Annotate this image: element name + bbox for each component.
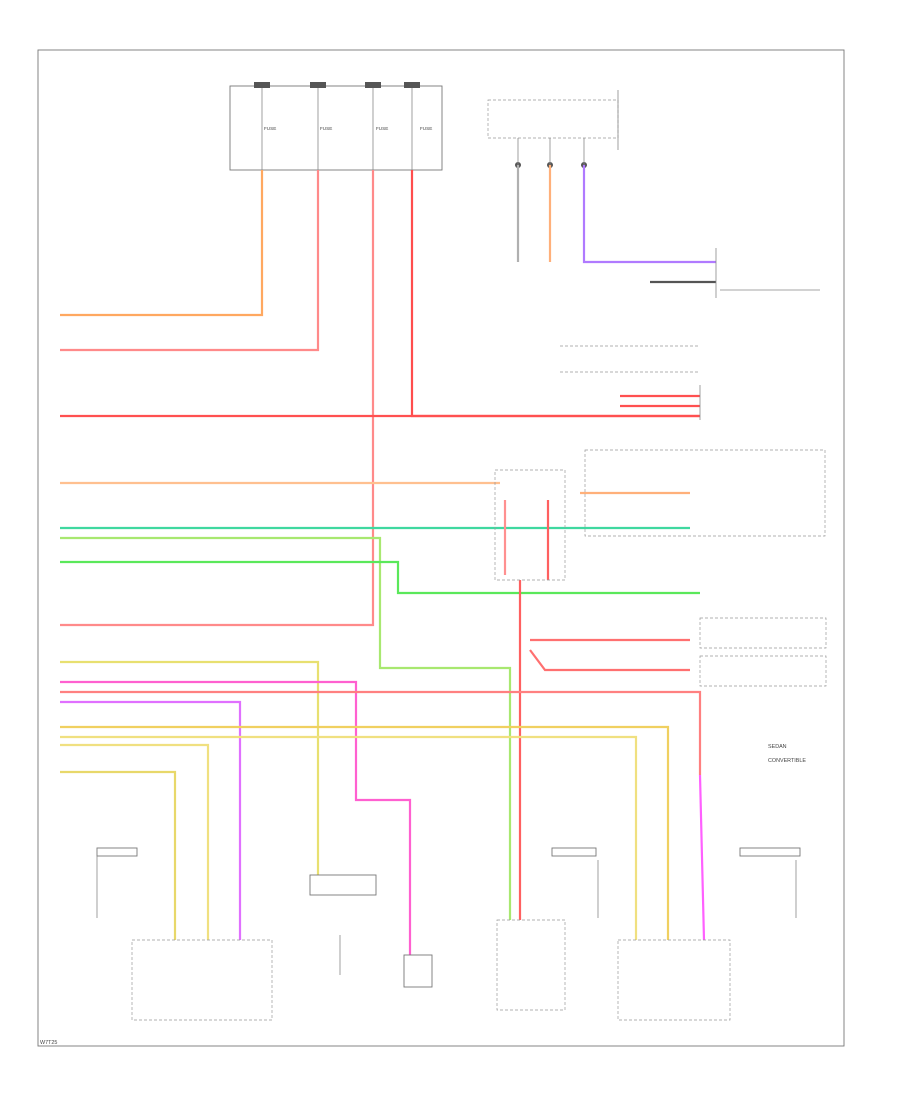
wire-pink-3 bbox=[60, 690, 702, 775]
wire-green-2 bbox=[60, 560, 700, 595]
footer-code: W7T25 bbox=[40, 1040, 57, 1046]
fuse-label: FUSE bbox=[420, 126, 432, 131]
fuse-label: FUSE bbox=[264, 126, 276, 131]
wire-orange bbox=[60, 170, 264, 317]
wire-lightgreen bbox=[60, 536, 512, 920]
wire-red-bus bbox=[410, 170, 700, 418]
legend: SEDAN CONVERTIBLE bbox=[768, 744, 806, 764]
wire-magenta-2 bbox=[698, 774, 706, 941]
diagram-frame bbox=[37, 49, 845, 1047]
fuse-block: FUSE FUSE FUSE FUSE bbox=[229, 82, 443, 171]
fuse-label: FUSE bbox=[376, 126, 388, 131]
wire-yellow bbox=[60, 660, 320, 875]
wire-yellow-5 bbox=[60, 770, 177, 940]
bottom-components bbox=[96, 847, 801, 1021]
wire-pink bbox=[60, 170, 320, 352]
wire-yellow-4 bbox=[60, 743, 210, 940]
wire-red-right-2 bbox=[529, 649, 690, 672]
wire-pink-long bbox=[60, 170, 375, 627]
wire-red-branch bbox=[620, 394, 700, 408]
fuse-3: FUSE bbox=[365, 82, 388, 170]
wire-violet bbox=[582, 165, 716, 264]
wire-violet-low bbox=[60, 700, 242, 940]
fuse-2: FUSE bbox=[310, 82, 332, 170]
junction-box-module bbox=[487, 90, 619, 168]
fuse-1: FUSE bbox=[254, 82, 276, 170]
legend-item: CONVERTIBLE bbox=[768, 758, 806, 764]
right-connectors bbox=[560, 248, 827, 687]
legend-item: SEDAN bbox=[768, 744, 787, 750]
wire-yellow-3 bbox=[60, 735, 638, 940]
wire-magenta bbox=[60, 680, 412, 955]
fuse-label: FUSE bbox=[320, 126, 332, 131]
wire-harness bbox=[60, 165, 716, 955]
switch-module bbox=[494, 469, 566, 581]
wire-red-switch bbox=[518, 500, 550, 920]
fuse-4: FUSE bbox=[404, 82, 432, 170]
wire-yellow-2 bbox=[60, 725, 670, 940]
